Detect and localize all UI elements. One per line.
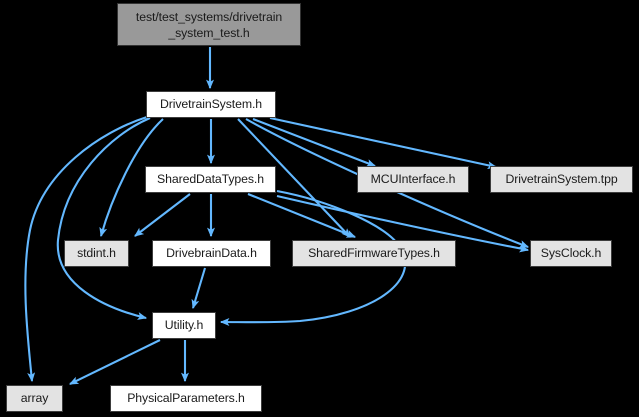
edge-shareddatatypes-to-utility xyxy=(219,189,407,327)
node-label: DrivetrainSystem.tpp xyxy=(505,171,618,186)
node-physicalparameters-h[interactable]: PhysicalParameters.h xyxy=(110,385,262,412)
node-drivetrain-system-test-h[interactable]: test/test_systems/drivetrain _system_tes… xyxy=(117,3,301,46)
edge-shareddatatypes-to-sysclock xyxy=(276,194,530,253)
node-label: Utility.h xyxy=(164,317,204,332)
edge-drivetrainsystem-to-mcuinterface xyxy=(252,118,377,167)
node-label: DrivetrainSystem.h xyxy=(159,96,263,111)
edge-drivetrainsystem-to-drivetrainsystemtpp xyxy=(269,116,498,170)
node-label: stdint.h xyxy=(77,245,116,260)
node-utility-h[interactable]: Utility.h xyxy=(152,312,216,339)
edge-drivebraindata-to-utility xyxy=(191,267,207,310)
edge-shareddatatypes-to-sharedfirmwaretypes xyxy=(247,193,357,238)
edge-drivetrainsystem-to-utility xyxy=(56,117,151,320)
node-label: PhysicalParameters.h xyxy=(127,390,245,405)
node-label: SharedDataTypes.h xyxy=(157,171,264,186)
edge-shareddatatypes-to-stdint xyxy=(134,193,191,237)
node-label: array xyxy=(20,390,49,405)
node-sysclock-h[interactable]: SysClock.h xyxy=(530,240,612,267)
node-drivetrainsystem-h[interactable]: DrivetrainSystem.h xyxy=(146,91,276,118)
edge-drivetrainsystem-to-stdint xyxy=(99,118,164,238)
node-drivetrainsystem-tpp[interactable]: DrivetrainSystem.tpp xyxy=(490,166,633,193)
node-label: SysClock.h xyxy=(540,245,602,260)
edge-utility-to-array xyxy=(69,339,161,385)
node-shareddatatypes-h[interactable]: SharedDataTypes.h xyxy=(145,166,276,193)
node-label: SharedFirmwareTypes.h xyxy=(308,245,440,260)
node-label: DrivebrainData.h xyxy=(166,245,257,260)
node-drivebraindata-h[interactable]: DrivebrainData.h xyxy=(152,240,271,267)
edge-drivetrainsystem-to-sharedfirmwaretypes xyxy=(237,118,351,238)
node-label: MCUInterface.h xyxy=(370,171,456,186)
node-mcuinterface-h[interactable]: MCUInterface.h xyxy=(357,166,469,193)
node-stdint-h[interactable]: stdint.h xyxy=(64,240,129,267)
node-label: test/test_systems/drivetrain _system_tes… xyxy=(135,9,283,40)
edge-drivetrainsystem-to-array xyxy=(24,115,148,383)
node-sharedfirmwaretypes-h[interactable]: SharedFirmwareTypes.h xyxy=(292,240,456,267)
node-array[interactable]: array xyxy=(6,385,63,412)
